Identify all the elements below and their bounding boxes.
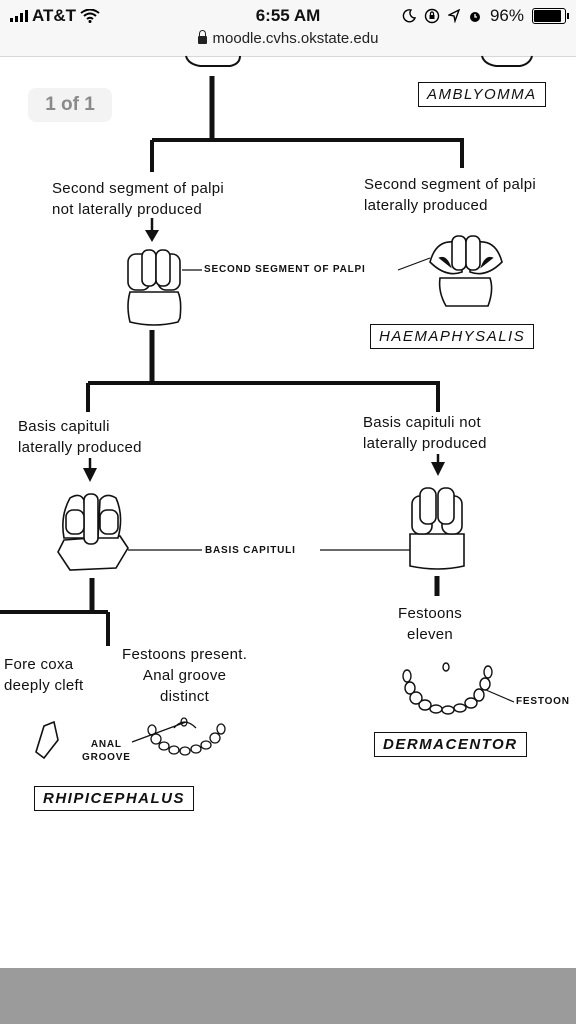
location-icon (447, 9, 460, 23)
address-bar[interactable]: moodle.cvhs.okstate.edu (0, 30, 576, 47)
battery-icon (532, 8, 569, 24)
capitulum-cutoff (185, 55, 241, 67)
battery-percent: 96% (489, 6, 524, 25)
couplet-palpi-not-produced: Second segment of palpi not laterally pr… (52, 180, 225, 218)
status-bar: AT&T 6:55 AM 96% moodle.cvhs.okstate.edu (0, 0, 576, 57)
capitulum-cutoff-right (481, 55, 533, 67)
carrier-name: AT&T (32, 6, 77, 25)
couplet-fore-coxa: Fore coxa deeply cleft (4, 656, 84, 694)
url-text: moodle.cvhs.okstate.edu (212, 30, 379, 47)
alarm-icon (469, 12, 480, 22)
capitulum-illustration (409, 487, 465, 570)
clock: 6:55 AM (255, 6, 321, 25)
leader-line (131, 721, 187, 743)
genus-haemaphysalis: HAEMAPHYSALIS (370, 324, 535, 349)
label-second-segment: SECOND SEGMENT OF PALPI (204, 264, 366, 275)
festoon-illustration (147, 717, 226, 756)
moon-icon (402, 9, 416, 23)
key-diagram (0, 55, 533, 760)
label-anal-groove: ANAL GROOVE (82, 739, 131, 763)
carrier: AT&T (10, 6, 100, 26)
label-basis-capituli: BASIS CAPITULI (205, 545, 296, 556)
couplet-basis-not-produced: Basis capituli not laterally produced (363, 414, 487, 452)
wifi-icon (80, 9, 100, 23)
genus-rhipicephalus: RHIPICEPHALUS (34, 786, 195, 811)
couplet-festoons-eleven: Festoons eleven (398, 605, 463, 643)
page-counter: 1 of 1 (28, 88, 112, 122)
arrow-icon (431, 454, 445, 476)
leader-line (397, 257, 431, 271)
arrow-icon (145, 218, 159, 242)
lock-icon (197, 30, 207, 44)
label-festoon: FESTOON (516, 696, 570, 707)
couplet-festoons-present: Festoons present. Anal groove distinct (122, 646, 248, 705)
capitulum-illustration (127, 249, 182, 326)
rotation-lock-icon (424, 8, 440, 24)
signal-icon (10, 10, 28, 22)
status-icons: 96% (402, 6, 569, 26)
leader-line (485, 689, 515, 703)
genus-dermacentor: DERMACENTOR (374, 732, 527, 757)
capitulum-illustration (429, 235, 503, 307)
bottom-toolbar (0, 968, 576, 1024)
festoon-illustration (402, 662, 493, 715)
couplet-basis-produced: Basis capituli laterally produced (18, 418, 142, 456)
couplet-palpi-produced: Second segment of palpi laterally produc… (364, 176, 537, 214)
genus-amblyomma: AMBLYOMMA (418, 82, 546, 107)
arrow-icon (83, 458, 97, 482)
capitulum-illustration (57, 493, 129, 571)
coxa-illustration (35, 720, 59, 760)
